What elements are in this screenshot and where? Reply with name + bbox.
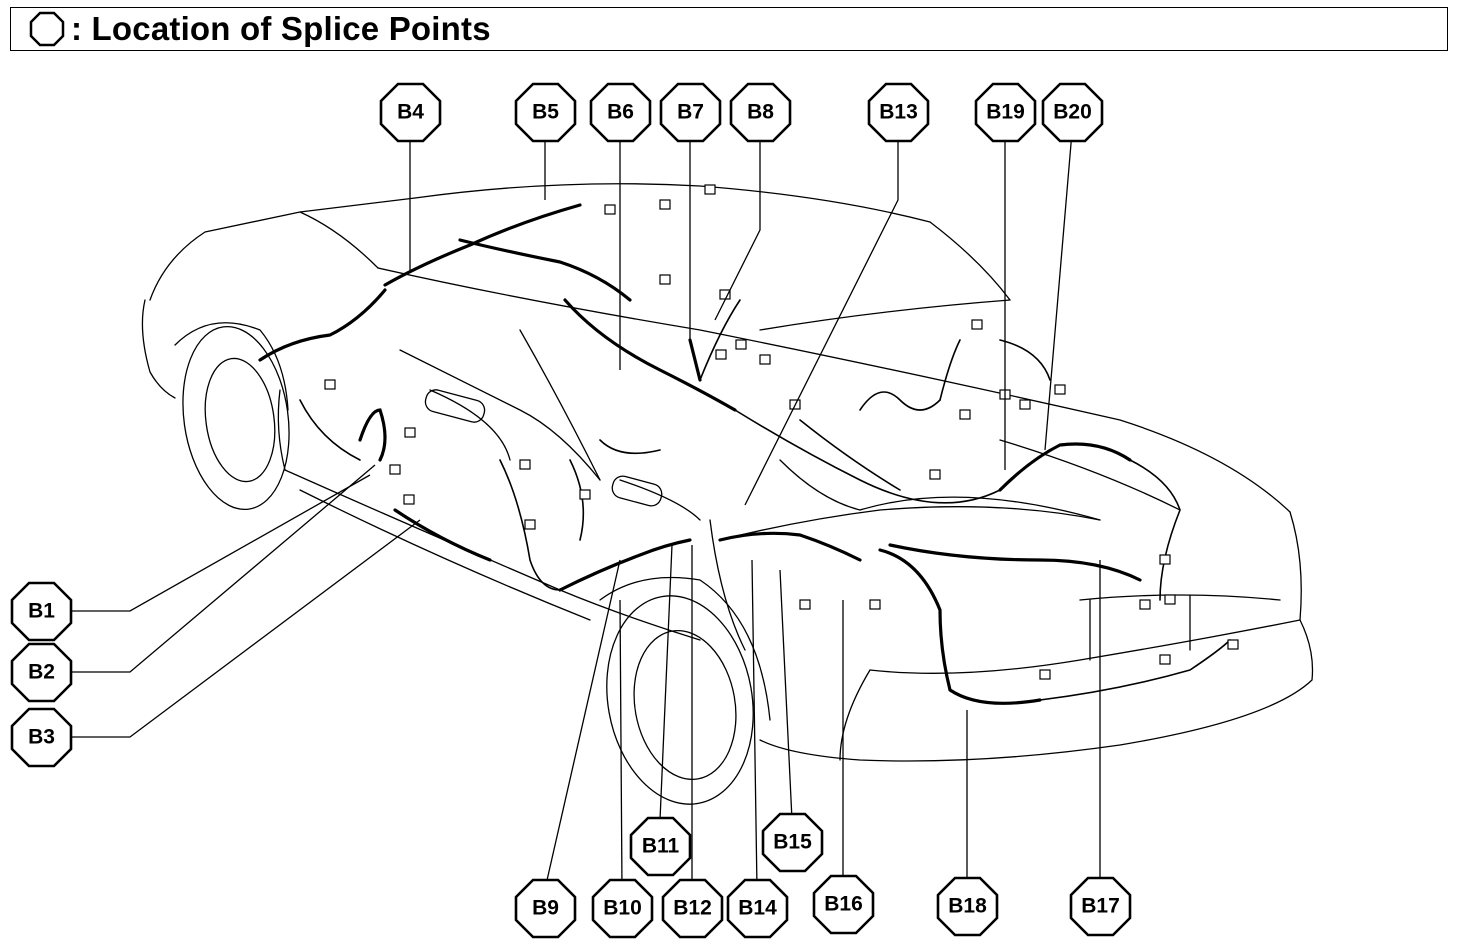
label-text: B15 [773, 831, 812, 854]
splice-label-B8: B8 [729, 82, 792, 143]
splice-label-B18: B18 [936, 876, 999, 937]
label-text: B7 [677, 101, 704, 124]
splice-label-B7: B7 [659, 82, 722, 143]
splice-label-B19: B19 [974, 82, 1037, 143]
label-text: B8 [747, 101, 774, 124]
label-text: B9 [532, 897, 559, 920]
label-text: B12 [673, 897, 712, 920]
splice-label-B12: B12 [661, 878, 724, 939]
label-text: B19 [986, 101, 1025, 124]
splice-label-B10: B10 [591, 878, 654, 939]
splice-point-octagon-icon [29, 11, 65, 47]
splice-label-B11: B11 [629, 816, 692, 877]
label-text: B5 [532, 101, 559, 124]
label-text: B20 [1053, 101, 1092, 124]
label-text: B3 [28, 726, 55, 749]
splice-label-B1: B1 [10, 581, 73, 642]
splice-label-B5: B5 [514, 82, 577, 143]
splice-label-B4: B4 [379, 82, 442, 143]
leader-lines [70, 131, 1101, 890]
thin-wires [299, 299, 1231, 701]
label-text: B4 [397, 101, 424, 124]
splice-label-B20: B20 [1041, 82, 1104, 143]
label-text: B13 [879, 101, 918, 124]
car-outline [141, 183, 1314, 805]
splice-label-B17: B17 [1069, 876, 1132, 937]
splice-label-B16: B16 [812, 874, 875, 935]
label-text: B2 [28, 661, 55, 684]
splice-label-B2: B2 [10, 642, 73, 703]
label-text: B18 [948, 895, 987, 918]
splice-label-B14: B14 [726, 878, 789, 939]
page-title: : Location of Splice Points [71, 10, 491, 47]
label-text: B11 [642, 835, 680, 858]
splice-labels: B4 B5 B6 B7 B8 B13 B19 B20 B1 B2 B3 B9 B… [10, 82, 1132, 939]
splice-label-B9: B9 [514, 878, 577, 939]
label-text: B17 [1081, 895, 1120, 918]
splice-label-B15: B15 [761, 812, 824, 873]
connectors [324, 184, 1239, 680]
legend-header: : Location of Splice Points [10, 7, 1448, 51]
label-text: B16 [824, 893, 863, 916]
label-text: B1 [28, 600, 55, 623]
splice-label-B3: B3 [10, 707, 73, 768]
label-text: B10 [603, 897, 642, 920]
splice-label-B6: B6 [589, 82, 652, 143]
label-text: B6 [607, 101, 634, 124]
label-text: B14 [738, 897, 777, 920]
wire-harness [258, 203, 1142, 705]
splice-label-B13: B13 [867, 82, 930, 143]
